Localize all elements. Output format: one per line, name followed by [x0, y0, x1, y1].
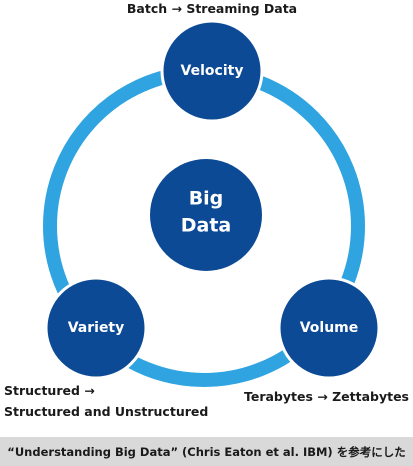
velocity-circle — [160, 19, 264, 123]
center-label-line1: Big — [189, 188, 224, 210]
variety-note-line2: Structured and Unstructured — [4, 404, 208, 419]
source-caption: “Understanding Big Data” (Chris Eaton et… — [7, 444, 406, 459]
variety-note-line1: Structured → — [4, 383, 95, 398]
source-caption-box: “Understanding Big Data” (Chris Eaton et… — [0, 437, 413, 466]
velocity-note: Batch → Streaming Data — [127, 1, 297, 16]
volume-circle — [277, 276, 381, 380]
volume-label: Volume — [300, 320, 359, 336]
variety-label: Variety — [68, 320, 125, 336]
velocity-label: Velocity — [181, 63, 244, 79]
center-label-line2: Data — [181, 215, 232, 237]
volume-note: Terabytes → Zettabytes — [244, 389, 409, 404]
center-circle — [150, 159, 262, 271]
variety-circle — [44, 276, 148, 380]
